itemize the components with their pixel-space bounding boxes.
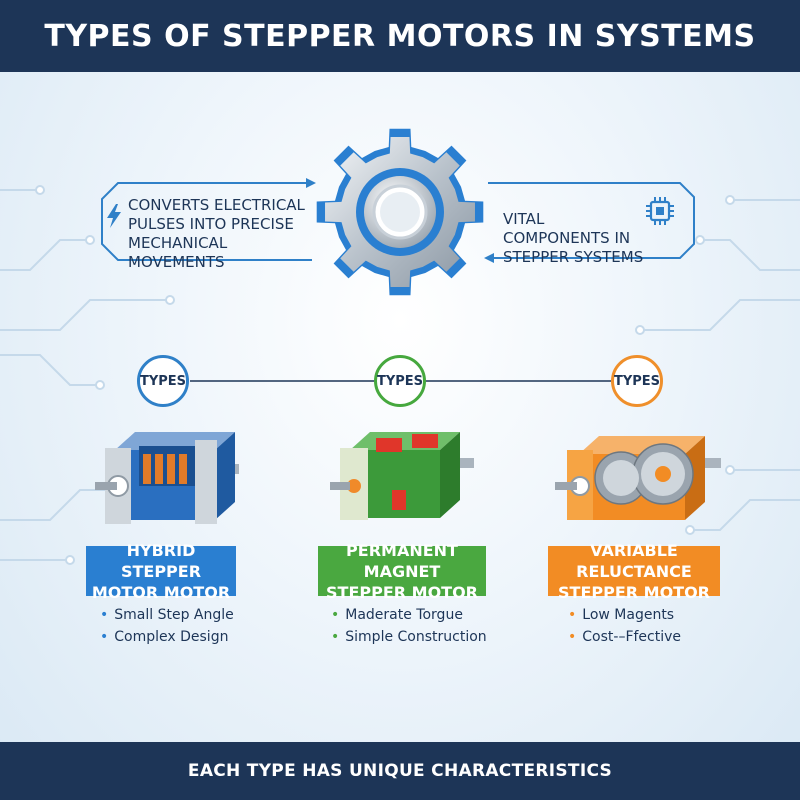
permanent-magnet-motor-illustration (330, 432, 474, 520)
footer-text: EACH TYPE HAS UNIQUE CHARACTERISTICS (187, 761, 613, 781)
permanent-magnet-label: PERMANENT MAGNET STEPPER MOTOR (318, 541, 486, 602)
list-item: Simple Construction (331, 626, 486, 648)
page-title: TYPES OF STEPPER MOTORS IN SYSTEMS (44, 18, 756, 54)
list-item: Maderate Torgue (331, 604, 487, 626)
microchip-icon (646, 197, 674, 225)
callout-function: CONVERTS ELECTRICAL PULSES INTO PRECISE … (128, 196, 305, 271)
types-badge-variable-reluctance: TYPES (611, 355, 663, 407)
hybrid-motor-illustration (95, 432, 239, 524)
list-item: Complex Design (100, 626, 234, 648)
list-item: Cost-–Ffective (568, 626, 681, 648)
list-item: Low Magents (568, 604, 681, 626)
footer-bar: EACH TYPE HAS UNIQUE CHARACTERISTICS (0, 742, 800, 800)
gear-icon (312, 124, 488, 300)
types-badge-hybrid: TYPES (137, 355, 189, 407)
variable-reluctance-label: VARIABLE RELUCTANCE STEPPER MOTOR (548, 541, 720, 602)
variable-reluctance-features-list: Low Magents Cost-–Ffective (568, 604, 681, 648)
hybrid-features-list: Small Step Angle Complex Design (100, 604, 234, 648)
title-bar: TYPES OF STEPPER MOTORS IN SYSTEMS (0, 0, 800, 72)
list-item: Small Step Angle (100, 604, 234, 626)
variable-reluctance-motor-illustration (555, 436, 721, 520)
lightning-bolt-icon (107, 204, 121, 228)
permanent-magnet-features-list: Maderate Torgue Simple Construction (331, 604, 487, 648)
types-badge-permanent-magnet: TYPES (374, 355, 426, 407)
hybrid-stepper-label: HYBRID STEPPER MOTOR MOTOR (86, 541, 236, 602)
callout-components: VITAL COMPONENTS IN STEPPER SYSTEMS (503, 210, 644, 266)
